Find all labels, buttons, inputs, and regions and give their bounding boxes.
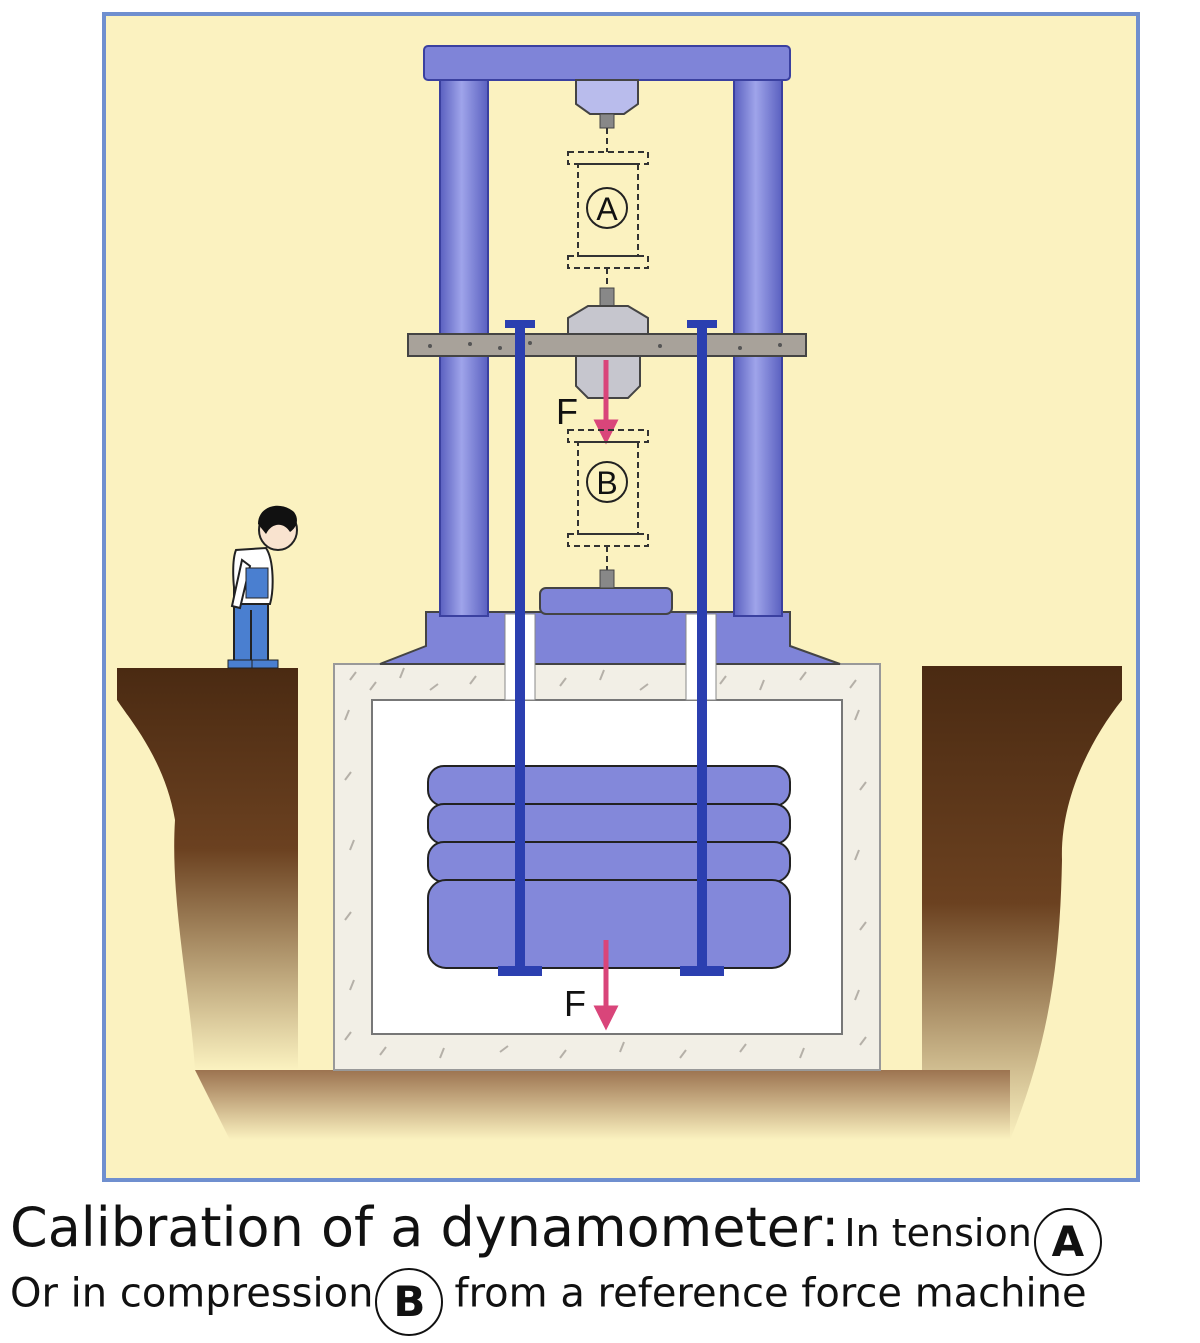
crossbeam-texture [428, 341, 782, 350]
movable-crossbeam [407, 333, 807, 357]
dynamometer-b-compression [567, 429, 649, 570]
dynamometer-calibration-diagram: A F B F [102, 12, 1140, 1182]
top-crosshead [423, 45, 791, 81]
right-pull-rod [697, 324, 707, 974]
upper-grip [575, 79, 639, 115]
caption-or-in-compression: Or in compression [10, 1270, 374, 1317]
label-b: B [596, 465, 617, 501]
machine-base [379, 611, 841, 665]
left-pull-rod [515, 324, 525, 974]
label-a: A [596, 191, 618, 227]
central-grip [567, 305, 649, 335]
caption-reference-machine: from a reference force machine [454, 1270, 1087, 1317]
soil-right [922, 666, 1122, 1140]
force-label-bottom: F [564, 983, 586, 1024]
caption-title: Calibration of a dynamometer: [10, 1196, 840, 1259]
lower-platen [539, 587, 673, 615]
dead-weight-stack [427, 765, 791, 969]
dynamometer-a-tension [567, 128, 649, 290]
force-label-top: F [556, 391, 578, 432]
concrete-hatching [344, 667, 867, 1059]
pit-floor [195, 1070, 1010, 1140]
caption-line-1: Calibration of a dynamometer: In tension… [10, 1196, 1108, 1276]
caption-badge-b: B [375, 1268, 444, 1336]
soil-left [117, 668, 298, 1070]
caption-in-tension: In tension [844, 1211, 1032, 1255]
caption-badge-a: A [1033, 1207, 1102, 1276]
person-icon [227, 505, 298, 669]
